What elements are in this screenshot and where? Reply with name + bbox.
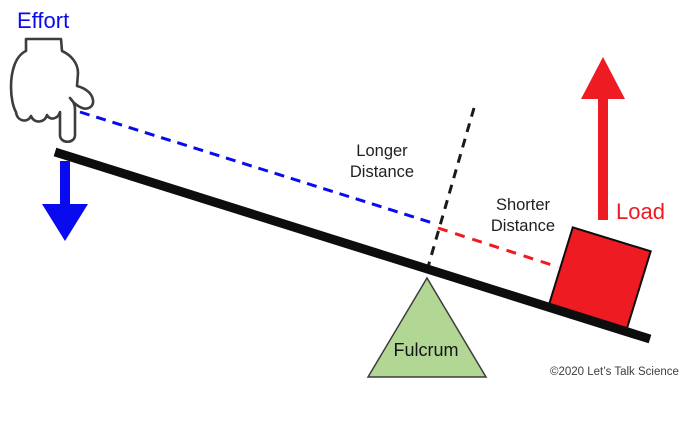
lever-beam [53, 147, 652, 344]
load-label: Load [616, 199, 665, 224]
pivot-perpendicular-dashed-line [426, 107, 476, 268]
arrow-down-icon [42, 161, 88, 241]
pointing-hand-down-icon [9, 37, 95, 144]
shorter-distance-line1: Shorter [495, 196, 551, 214]
load-distance-dashed-line [437, 226, 559, 269]
effort-distance-dashed-line [79, 110, 437, 226]
hand-outline [9, 37, 95, 144]
effort-label: Effort [17, 8, 70, 33]
longer-distance-line1: Longer [356, 142, 408, 160]
fulcrum-triangle [366, 276, 488, 378]
arrow-up-head [581, 57, 625, 99]
shorter-distance-label: Shorter Distance [453, 195, 593, 237]
fulcrum-label: Fulcrum [393, 340, 459, 360]
shorter-distance-line2: Distance [490, 217, 556, 235]
longer-distance-line2: Distance [349, 163, 415, 181]
copyright-label: ©2020 Let’s Talk Science [550, 366, 679, 378]
arrow-up-shaft [598, 97, 608, 220]
arrow-down-shaft [60, 161, 70, 206]
longer-distance-label: Longer Distance [312, 141, 452, 183]
arrow-up-icon [581, 57, 625, 220]
arrow-down-head [42, 204, 88, 241]
